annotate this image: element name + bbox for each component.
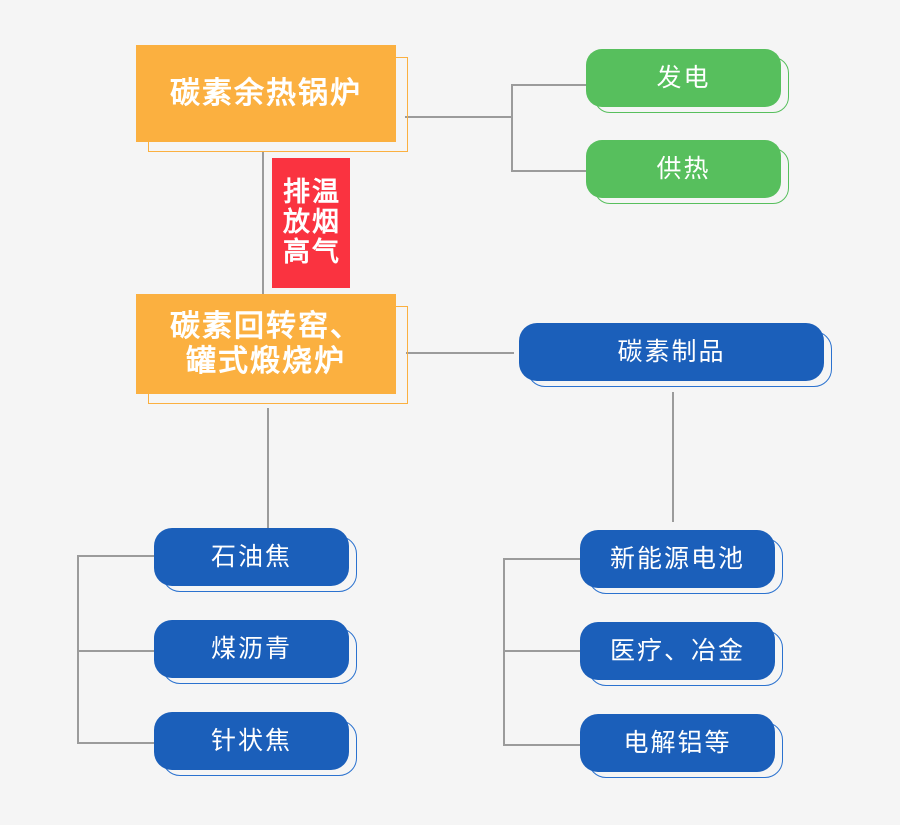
node-high-temp-flue-gas-emission[interactable]: 温 烟 气 排 放 高 [272, 158, 350, 288]
connector-split-to-heat [511, 170, 589, 172]
connector-raw-bracket-to-raw2 [77, 650, 157, 652]
node-label-raw3: 针状焦 [210, 726, 292, 756]
connector-raw-bracket-vertical [77, 555, 79, 742]
node-carbon-waste-heat-boiler[interactable]: 碳素余热锅炉 [136, 45, 396, 142]
emission-vertical-columns: 温 烟 气 排 放 高 [283, 176, 339, 269]
node-label-boiler: 碳素余热锅炉 [170, 75, 362, 111]
node-label-heat: 供热 [656, 154, 711, 184]
connector-product-down [672, 392, 674, 522]
emission-char-l1: 排 [283, 176, 310, 208]
emission-char-r1: 温 [312, 176, 339, 208]
node-petroleum-coke[interactable]: 石油焦 [154, 528, 349, 586]
connector-use-bracket-to-use3 [503, 744, 583, 746]
connector-boiler-to-kiln [262, 152, 264, 294]
node-coal-tar-pitch[interactable]: 煤沥青 [154, 620, 349, 678]
emission-char-l2: 放 [283, 206, 310, 238]
connector-raw-bracket-to-raw3 [77, 742, 157, 744]
connector-kiln-down [267, 408, 269, 528]
node-label-raw2: 煤沥青 [210, 634, 292, 664]
node-label-use2: 医疗、冶金 [609, 636, 745, 666]
emission-char-l3: 高 [283, 237, 310, 269]
connector-split-to-power [511, 84, 589, 86]
node-label-use3: 电解铝等 [623, 728, 732, 758]
node-label-raw1: 石油焦 [210, 542, 292, 572]
node-power-generation[interactable]: 发电 [586, 49, 781, 107]
emission-column-left: 排 放 高 [283, 176, 310, 269]
node-label-power: 发电 [656, 63, 711, 93]
node-label-kiln-line2: 罐式煅烧炉 [186, 344, 346, 379]
connector-kiln-to-product [406, 352, 514, 354]
connector-use-bracket-to-use2 [503, 650, 583, 652]
node-medical-metallurgy[interactable]: 医疗、冶金 [580, 622, 775, 680]
node-carbon-products[interactable]: 碳素制品 [519, 323, 824, 381]
node-label-product: 碳素制品 [617, 337, 726, 367]
connector-use-bracket-to-use1 [503, 558, 583, 560]
node-carbon-rotary-kiln-and-pot-calciner[interactable]: 碳素回转窑、 罐式煅烧炉 [136, 294, 396, 394]
connector-boiler-to-split [405, 116, 513, 118]
connector-green-split-vertical [511, 84, 513, 172]
node-label-use1: 新能源电池 [609, 544, 745, 574]
node-label-kiln-line1: 碳素回转窑、 [170, 308, 362, 344]
connector-raw-bracket-to-raw1 [77, 555, 157, 557]
emission-char-r3: 气 [312, 237, 339, 269]
node-electrolytic-aluminum[interactable]: 电解铝等 [580, 714, 775, 772]
emission-char-r2: 烟 [312, 206, 339, 238]
node-heat-supply[interactable]: 供热 [586, 140, 781, 198]
emission-column-right: 温 烟 气 [312, 176, 339, 269]
node-needle-coke[interactable]: 针状焦 [154, 712, 349, 770]
node-new-energy-battery[interactable]: 新能源电池 [580, 530, 775, 588]
